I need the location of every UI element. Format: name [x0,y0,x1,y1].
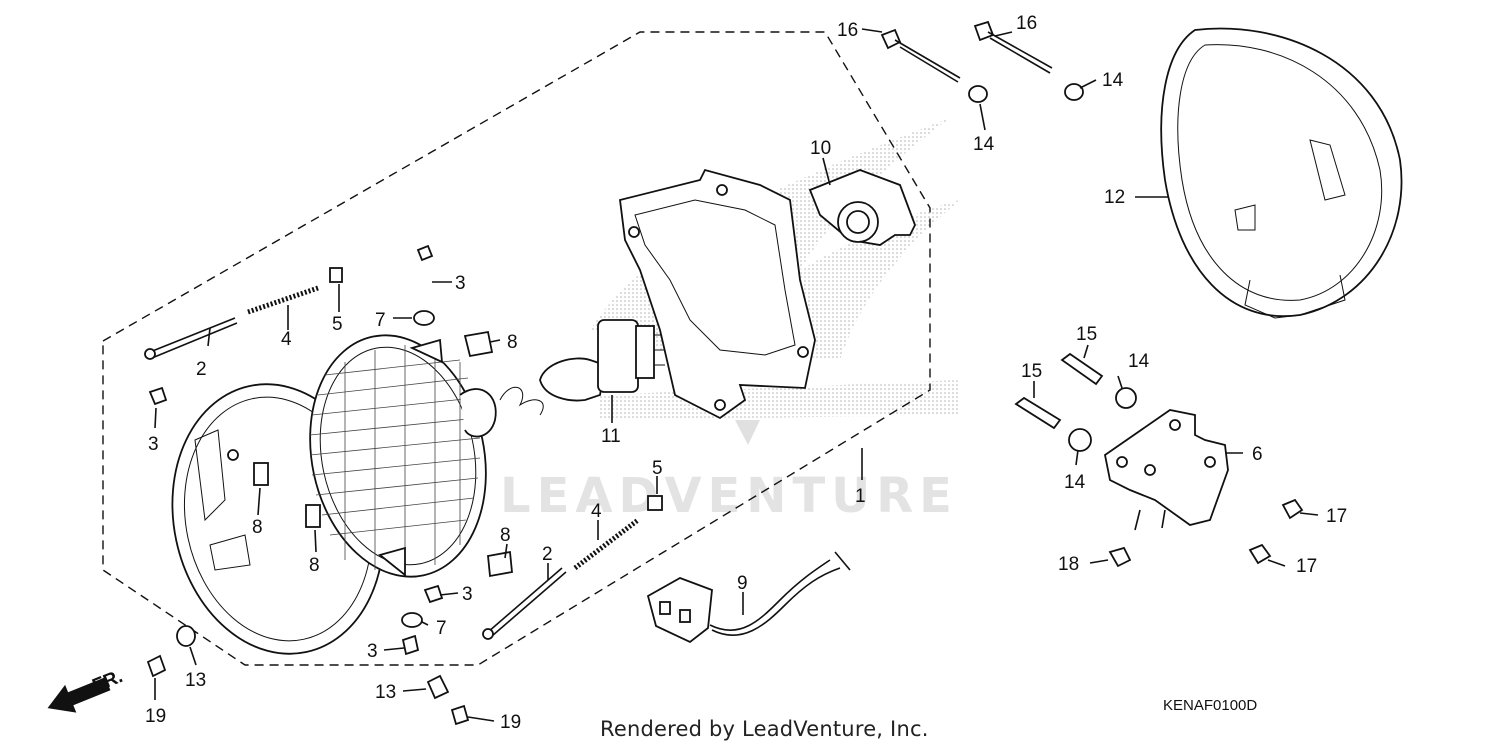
headlight-case [619,168,816,420]
callout-17: 17 [1296,556,1317,577]
socket-cap [808,169,916,246]
callout-17: 17 [1326,506,1347,527]
callout-4: 4 [591,501,602,522]
long-bolts [880,20,1053,83]
front-direction-arrow [47,677,111,713]
direction-label: FR. [90,666,126,697]
diagram-code: KENAF0100D [1163,697,1258,714]
callout-18: 18 [1058,554,1079,575]
callout-7: 7 [436,618,447,639]
callout-11: 11 [601,426,621,447]
callout-14: 14 [1128,351,1150,372]
callout-12: 12 [1104,187,1125,208]
callout-2: 2 [196,359,207,380]
callout-8: 8 [252,517,263,538]
callout-3: 3 [148,434,159,455]
collars [968,83,1137,452]
callout-7: 7 [375,310,386,331]
callout-8: 8 [309,555,320,576]
adjusting-screws [144,285,640,640]
callout-14: 14 [1102,70,1124,91]
callout-8: 8 [500,525,511,546]
callout-16: 16 [1016,13,1037,34]
watermark-text: LEADVENTURE [500,468,958,524]
callout-4: 4 [281,329,292,350]
callout-14: 14 [973,134,995,155]
callout-13: 13 [185,670,206,691]
callout-2: 2 [542,544,553,565]
callout-15: 15 [1076,324,1097,345]
callout-5: 5 [332,314,343,335]
pins [1014,352,1104,430]
mounting-bracket [1104,409,1229,531]
callout-3: 3 [455,273,466,294]
callout-5: 5 [652,458,663,479]
callout-19: 19 [145,706,166,727]
wire-harness [646,551,851,644]
callout-1: 1 [855,486,866,507]
callout-14: 14 [1064,472,1086,493]
callout-15: 15 [1021,361,1042,382]
headlight-shell [1160,27,1403,319]
fasteners [146,244,1304,726]
callout-19: 19 [500,712,521,733]
leader-lines [154,28,1319,722]
callout-9: 9 [737,573,748,594]
callout-numbers: 1 2 2 3 3 3 3 4 4 5 5 6 7 7 8 8 8 8 9 10… [145,13,1347,733]
callout-3: 3 [367,641,378,662]
rendered-by-footer: Rendered by LeadVenture, Inc. [600,717,929,741]
callout-8: 8 [507,332,518,353]
callout-10: 10 [810,138,831,159]
callout-13: 13 [375,682,396,703]
headlight-bulb [539,319,665,402]
callout-3: 3 [462,584,473,605]
callout-16: 16 [837,20,858,41]
callout-6: 6 [1252,444,1263,465]
headlight-unit [309,334,544,578]
assembly-boundary [102,31,931,666]
